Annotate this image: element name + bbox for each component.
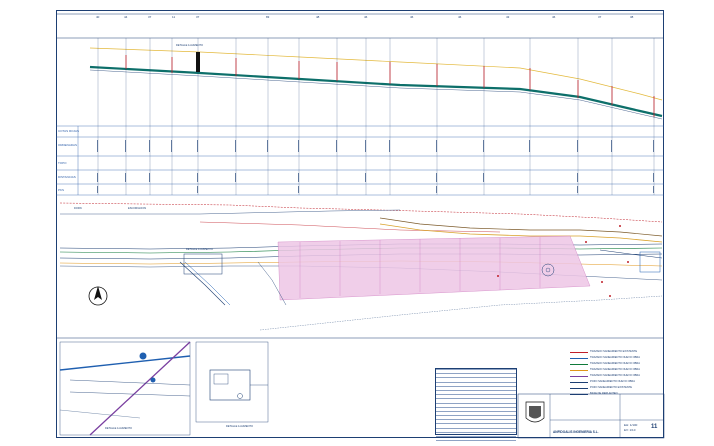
- legend-item: POZO SANEAMIENTO NUEVO OBRA: [568, 379, 660, 385]
- legend-swatch: [570, 388, 588, 389]
- station-number: 40: [96, 15, 100, 19]
- river-label: ESCORIACION: [128, 207, 147, 210]
- station-number: 38: [630, 15, 634, 19]
- legend-item: TRAZADO SANEAMIENTO NUEVO OBRA: [568, 355, 660, 361]
- row-label-pks: PKS: [58, 188, 65, 192]
- station-number: 37: [148, 15, 152, 19]
- inset-right-caption: DETALLE A AUMENTO: [226, 425, 254, 428]
- station-number: 11: [172, 15, 176, 19]
- sheet-frame: [56, 10, 664, 438]
- station-number: 48: [316, 15, 320, 19]
- station-number: 37: [598, 15, 602, 19]
- legend-swatch: [570, 394, 588, 395]
- row-label-distancias: DISTANCIAS: [58, 175, 76, 179]
- legend-swatch: [570, 364, 588, 365]
- station-number: 37: [196, 15, 200, 19]
- station-number: 44: [124, 15, 128, 19]
- legend-swatch: [570, 370, 588, 371]
- legend-item: TRAZADO SANEAMIENTO NUEVO OBRA: [568, 373, 660, 379]
- legend-item: TRAZADO SANEAMIENTO NUEVO OBRA: [568, 361, 660, 367]
- plan-detail-label: DETALLE A AUMENTO: [186, 248, 214, 251]
- legend-item: TRAZADO SANEAMIENTO NUEVO OBRA: [568, 367, 660, 373]
- scale-horizontal: EH: 1/100: [624, 423, 638, 427]
- inset-left-caption: DETALLE A AUMENTO: [105, 427, 133, 430]
- station-number: 83: [266, 15, 270, 19]
- company-name: ANFIDOALIS INGENIERIA S.L.: [553, 430, 599, 434]
- legend-item: TRAZADO SANEAMIENTO EXISTENTE: [568, 349, 660, 355]
- river-label: DORN: [74, 207, 82, 210]
- data-table: [435, 368, 517, 442]
- station-number: 46: [458, 15, 462, 19]
- legend-swatch: [570, 376, 588, 377]
- station-number: 46: [364, 15, 368, 19]
- profile-detail-label: DETALLE A AUMENTO: [176, 44, 204, 47]
- legend-item: BASE DE REPLANTEO: [568, 391, 660, 397]
- station-number: 46: [552, 15, 556, 19]
- sheet-number: 11: [651, 424, 658, 430]
- legend: TRAZADO SANEAMIENTO EXISTENTE TRAZADO SA…: [568, 349, 660, 397]
- station-number: 46: [410, 15, 414, 19]
- row-label-topo: TOPO: [58, 161, 67, 165]
- station-number: 43: [506, 15, 510, 19]
- legend-item: POZO SANEAMIENTO EXISTENTE: [568, 385, 660, 391]
- row-label-cotas: COTAS ROJAS: [58, 129, 79, 133]
- legend-swatch: [570, 382, 588, 383]
- scale-vertical: EV: 1/10: [624, 428, 636, 432]
- legend-swatch: [570, 358, 588, 359]
- row-label-ordenadas: ORDENADAS: [58, 143, 78, 147]
- legend-swatch: [570, 352, 588, 353]
